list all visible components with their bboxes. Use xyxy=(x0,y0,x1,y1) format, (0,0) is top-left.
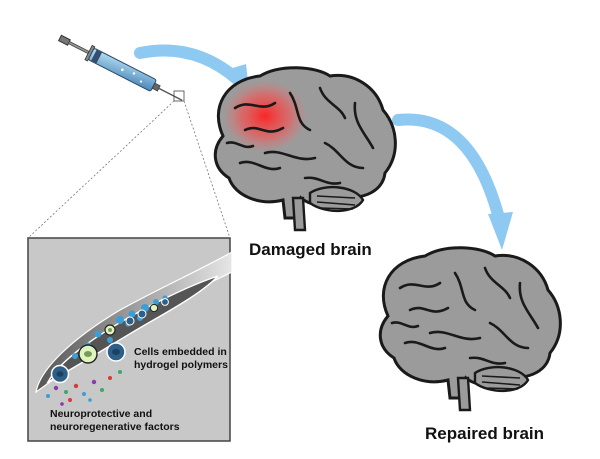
released-cells xyxy=(50,342,126,384)
factors-label-line1: Neuroprotective and xyxy=(50,408,153,420)
factors-label-line2: neuroregenerative factors xyxy=(50,421,180,433)
projection-line-right xyxy=(183,100,231,239)
arrow-head-to-repaired xyxy=(488,212,513,250)
syringe-icon xyxy=(57,34,183,101)
arrow-to-damaged xyxy=(134,44,244,86)
cells-label: Cells embedded in hydrogel polymers xyxy=(134,346,234,372)
cells-label-line2: hydrogel polymers xyxy=(134,359,228,371)
arrow-to-repaired xyxy=(392,113,506,228)
cells-label-line1: Cells embedded in xyxy=(134,346,227,358)
inset-panel xyxy=(27,237,233,442)
zoom-marker xyxy=(173,90,185,102)
damaged-brain-label: Damaged brain xyxy=(249,240,372,259)
damaged-brain xyxy=(213,66,397,232)
repaired-brain xyxy=(378,246,562,412)
factor-particles xyxy=(46,370,122,406)
projection-line-left xyxy=(27,100,175,239)
factors-label: Neuroprotective and neuroregenerative fa… xyxy=(50,408,200,434)
repaired-brain-label: Repaired brain xyxy=(425,424,545,443)
cells-in-needle xyxy=(104,298,169,336)
